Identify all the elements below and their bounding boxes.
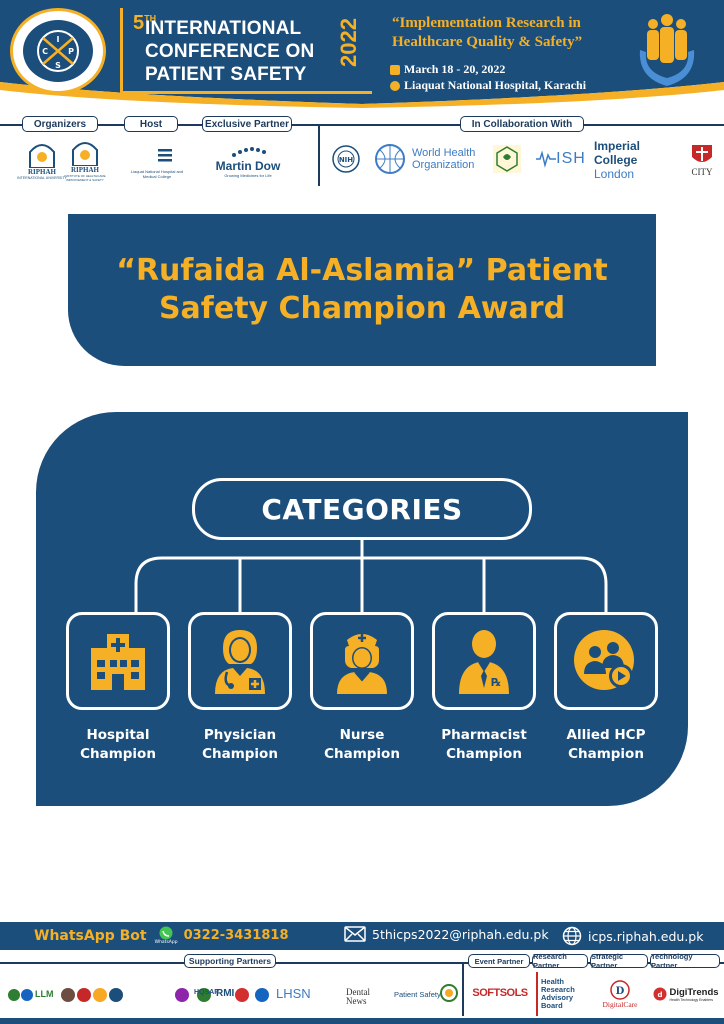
collaboration-label: In Collaboration With [460, 116, 584, 132]
supporting-partners-label: Supporting Partners [184, 954, 276, 968]
supporting-seal-icon [440, 984, 458, 1002]
location-pin-icon [390, 80, 400, 91]
contact-website[interactable]: icps.riphah.edu.pk [562, 926, 704, 946]
exclusive-partner-label: Exclusive Partner [202, 116, 292, 132]
globe-icon [562, 926, 582, 946]
conference-dates: March 18 - 20, 2022 [390, 62, 505, 77]
patient-care-hands-icon [639, 14, 695, 86]
riphah-institute-logo: RIPHAH INSTITUTE OF HEALTHCARE IMPROVEME… [58, 138, 112, 184]
martin-dow-logo: Martin Dow Growing Medicines for Life [208, 140, 288, 182]
categories-panel: CATEGORIES [36, 412, 688, 806]
host-label: Host [124, 116, 178, 132]
government-emblem-logo [490, 142, 524, 176]
contact-email[interactable]: 5thicps2022@riphah.edu.pk [344, 926, 549, 942]
conference-title-box: 5TH INTERNATIONAL CONFERENCE ON PATIENT … [120, 8, 372, 94]
bottom-border [0, 1018, 724, 1024]
conference-title-line2: CONFERENCE ON [145, 41, 315, 62]
strategic-partner-label: Strategic Partner [590, 952, 648, 970]
svg-text:P: P [68, 47, 74, 56]
category-card-hospital [66, 612, 170, 710]
riphah-university-logo: RIPHAH INTERNATIONAL UNIVERSITY [16, 138, 68, 184]
conference-edition: 5TH [133, 12, 157, 34]
header-background [0, 0, 724, 108]
svg-text:d: d [658, 991, 663, 999]
categories-connector-lines [134, 538, 608, 614]
conference-title-line1: INTERNATIONAL [145, 18, 302, 39]
dental-news-logo: Dental News [346, 987, 370, 1006]
digitrends-emblem-icon: d [653, 987, 667, 1001]
ish-wave-icon [536, 150, 557, 168]
martin-dow-dots-icon [232, 146, 266, 157]
lnh-crescent-icon [143, 145, 172, 167]
city-crest-icon [692, 145, 712, 162]
conference-theme: “Implementation Research in Healthcare Q… [392, 15, 583, 50]
patient-safety-movement-logo: Patient Safety [394, 990, 441, 999]
svg-text:C: C [42, 47, 48, 56]
svg-text:℞: ℞ [491, 676, 501, 689]
pharmacist-icon: ℞ [459, 630, 509, 694]
nih-seal-icon: NIH [332, 145, 360, 173]
icps-monogram-icon: I C P S [37, 30, 79, 72]
who-emblem-icon [375, 144, 405, 174]
contact-bar: WhatsApp Bot WhatsApp 0322-3431818 5thic… [0, 922, 724, 950]
svg-text:I: I [57, 35, 60, 44]
svg-text:D: D [616, 986, 625, 997]
health-research-advisory-board-logo: Health Research Advisory Board [536, 972, 586, 1016]
whatsapp-label: WhatsApp Bot [34, 927, 147, 944]
imperial-college-logo: Imperial College London [594, 139, 641, 181]
softsols-logo: SOFTSOLS [472, 987, 528, 999]
digitalcare-logo: D DigitalCare [592, 974, 648, 1014]
award-title-banner: “Rufaida Al-Aslamia” Patient Safety Cham… [68, 214, 656, 366]
nurse-icon [337, 634, 387, 694]
liaquat-hospital-logo: Liaquat National Hospital and Medical Co… [124, 140, 190, 182]
conference-title-line3: PATIENT SAFETY [145, 64, 307, 85]
category-card-nurse [310, 612, 414, 710]
lhsn-logo: LHSN [276, 986, 311, 1001]
allied-hcp-icon [574, 630, 634, 690]
riphah-crest-icon [72, 142, 98, 166]
ish-logo: ISH [532, 144, 590, 174]
whatsapp-number: 0322-3431818 [183, 928, 289, 943]
digitrends-logo: d DigiTrends Health Technology Enablers [650, 978, 722, 1010]
hqsap-logo: HQSAP [194, 989, 219, 996]
pakistan-emblem-icon [493, 145, 521, 173]
hospital-icon [91, 634, 145, 690]
rmi-logo: RMI [216, 988, 235, 999]
city-university-logo: CITY [684, 138, 720, 182]
categories-title: CATEGORIES [192, 478, 532, 540]
partners-strip: Organizers Host Exclusive Partner In Col… [0, 116, 724, 188]
riphah-crest-icon [29, 144, 55, 168]
who-logo: World Health Organization [372, 140, 484, 178]
technology-partner-label: Technology Partner [650, 952, 720, 970]
event-partner-label: Event Partner [468, 954, 530, 968]
research-partner-label: Research Partner [532, 952, 588, 970]
digitalcare-emblem-icon: D [610, 979, 630, 1000]
whatsapp-bot[interactable]: WhatsApp Bot WhatsApp 0322-3431818 [34, 926, 289, 945]
category-card-physician [188, 612, 292, 710]
award-title-line2: Safety Champion Award [158, 291, 566, 326]
nih-logo: NIH [330, 142, 362, 176]
conference-year: 2022 [336, 18, 361, 67]
organizers-label: Organizers [22, 116, 98, 132]
category-card-allied-hcp [554, 612, 658, 710]
supporting-partner-logos-row [8, 988, 269, 1002]
calendar-icon [390, 64, 400, 75]
email-icon [344, 926, 366, 942]
category-card-pharmacist: ℞ [432, 612, 536, 710]
svg-text:S: S [55, 61, 61, 70]
svg-text:NIH: NIH [339, 156, 353, 164]
physician-icon [215, 630, 265, 694]
conference-header: I C P S 5TH INTERNATIONAL CONFERENCE ON … [0, 0, 724, 108]
conference-venue: Liaquat National Hospital, Karachi [390, 78, 586, 93]
whatsapp-icon: WhatsApp [155, 926, 178, 945]
icps-seal-logo: I C P S [10, 8, 106, 94]
llm-logo: LLM [35, 989, 54, 999]
award-title-line1: “Rufaida Al-Aslamia” Patient [116, 253, 608, 288]
supporting-partners-strip: Supporting Partners Event Partner Resear… [0, 952, 724, 1016]
